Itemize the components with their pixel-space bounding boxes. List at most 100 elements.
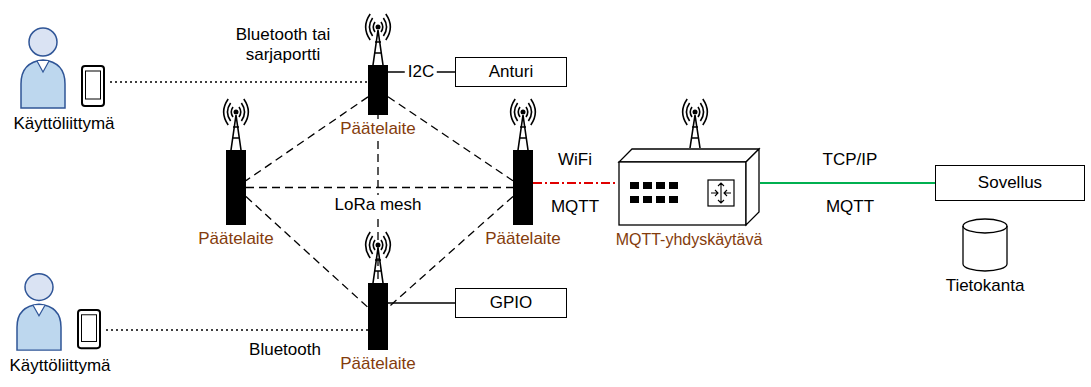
radio-wave [373, 240, 375, 250]
router-port [656, 182, 665, 189]
radio-wave [383, 18, 386, 36]
antenna-icon [348, 233, 408, 283]
router-port [669, 182, 678, 189]
free-label: MQTT [548, 197, 602, 217]
free-label: MQTT [823, 197, 877, 217]
antenna-icon [665, 100, 725, 148]
radio-wave [366, 232, 371, 258]
radio-wave [239, 107, 241, 117]
radio-wave [224, 99, 229, 125]
router-port [630, 182, 639, 189]
antenna-mast [231, 115, 241, 150]
radio-wave [690, 107, 692, 117]
radio-wave [231, 107, 233, 117]
box-label: Anturi [489, 62, 533, 82]
antenna-icon [206, 100, 266, 150]
antenna-tip [376, 243, 381, 248]
router-port [630, 196, 639, 203]
process-box: GPIO [455, 288, 567, 318]
radio-wave [369, 18, 372, 36]
router-side [746, 149, 759, 225]
router-port [643, 196, 652, 203]
radio-wave [683, 99, 688, 125]
phone-icon [78, 310, 100, 348]
user-interface: Käyttöliittymä [18, 22, 110, 110]
antenna-mast [373, 30, 383, 65]
antenna-tip [376, 25, 381, 30]
radio-wave [531, 99, 536, 125]
connector-line [106, 329, 368, 331]
antenna-mast [518, 115, 528, 150]
router-top [619, 149, 759, 162]
radio-wave [703, 99, 708, 125]
cylinder-body [963, 219, 1007, 271]
connector-label: Bluetooth [246, 340, 324, 360]
radio-wave [511, 99, 516, 125]
router-front [619, 162, 746, 225]
user-body [21, 60, 65, 108]
phone-screen [82, 315, 97, 342]
end-device: Päätelaite [368, 65, 388, 115]
router-port [656, 196, 665, 203]
node-caption: Päätelaite [483, 229, 563, 249]
phone-screen [86, 71, 101, 99]
node-caption: Päätelaite [338, 119, 418, 139]
user-icon [18, 22, 110, 110]
radio-wave [373, 22, 375, 32]
antenna-icon [493, 100, 553, 150]
database-cylinder [962, 218, 1008, 272]
antenna-tip [521, 110, 526, 115]
free-label: LoRa mesh [332, 195, 425, 215]
process-box: Sovellus [935, 165, 1085, 201]
user-collar [33, 305, 45, 316]
radio-wave [381, 240, 383, 250]
user-interface: Käyttöliittymä [14, 268, 106, 352]
node-caption: Tietokanta [944, 276, 1027, 296]
connector-label: TCP/IP [820, 150, 881, 170]
connector-line [760, 182, 935, 184]
connector-label: Bluetooth tai sarjaportti [221, 25, 345, 65]
radio-wave [698, 107, 700, 117]
router-port [643, 182, 652, 189]
box-label: Sovellus [978, 173, 1042, 193]
node-caption: Käyttöliittymä [11, 114, 116, 134]
end-device: Päätelaite [513, 150, 533, 225]
radio-wave [381, 22, 383, 32]
user-collar [37, 61, 49, 72]
radio-wave [526, 107, 528, 117]
radio-wave [227, 103, 230, 121]
antenna-tip [693, 110, 698, 115]
user-body [17, 304, 61, 350]
node-caption: Käyttöliittymä [7, 356, 112, 376]
antenna-icon [348, 15, 408, 65]
node-caption: Päätelaite [338, 354, 418, 374]
user-head [25, 274, 53, 301]
connector-line [246, 187, 513, 188]
antenna-tip [234, 110, 239, 115]
phone-icon [82, 66, 104, 106]
connector-label: I2C [405, 62, 437, 82]
switch-symbol [708, 180, 734, 206]
radio-wave [369, 236, 372, 254]
node-caption: MQTT-yhdyskäytävä [614, 230, 765, 250]
process-box: Anturi [455, 57, 567, 87]
connector-line [533, 182, 618, 184]
cylinder-rim [963, 226, 1007, 233]
radio-wave [386, 14, 391, 40]
radio-wave [241, 103, 244, 121]
radio-wave [686, 103, 689, 121]
antenna-mast [690, 115, 700, 148]
end-device: Päätelaite [368, 283, 388, 350]
mqtt-gateway: MQTT-yhdyskäytävä [618, 148, 760, 226]
radio-wave [383, 236, 386, 254]
radio-wave [700, 103, 703, 121]
radio-wave [386, 232, 391, 258]
router-icon [618, 148, 760, 226]
router-port [669, 196, 678, 203]
antenna-mast [373, 248, 383, 283]
end-device: Päätelaite [226, 150, 246, 225]
connector-label: WiFi [555, 150, 595, 170]
radio-wave [244, 99, 249, 125]
